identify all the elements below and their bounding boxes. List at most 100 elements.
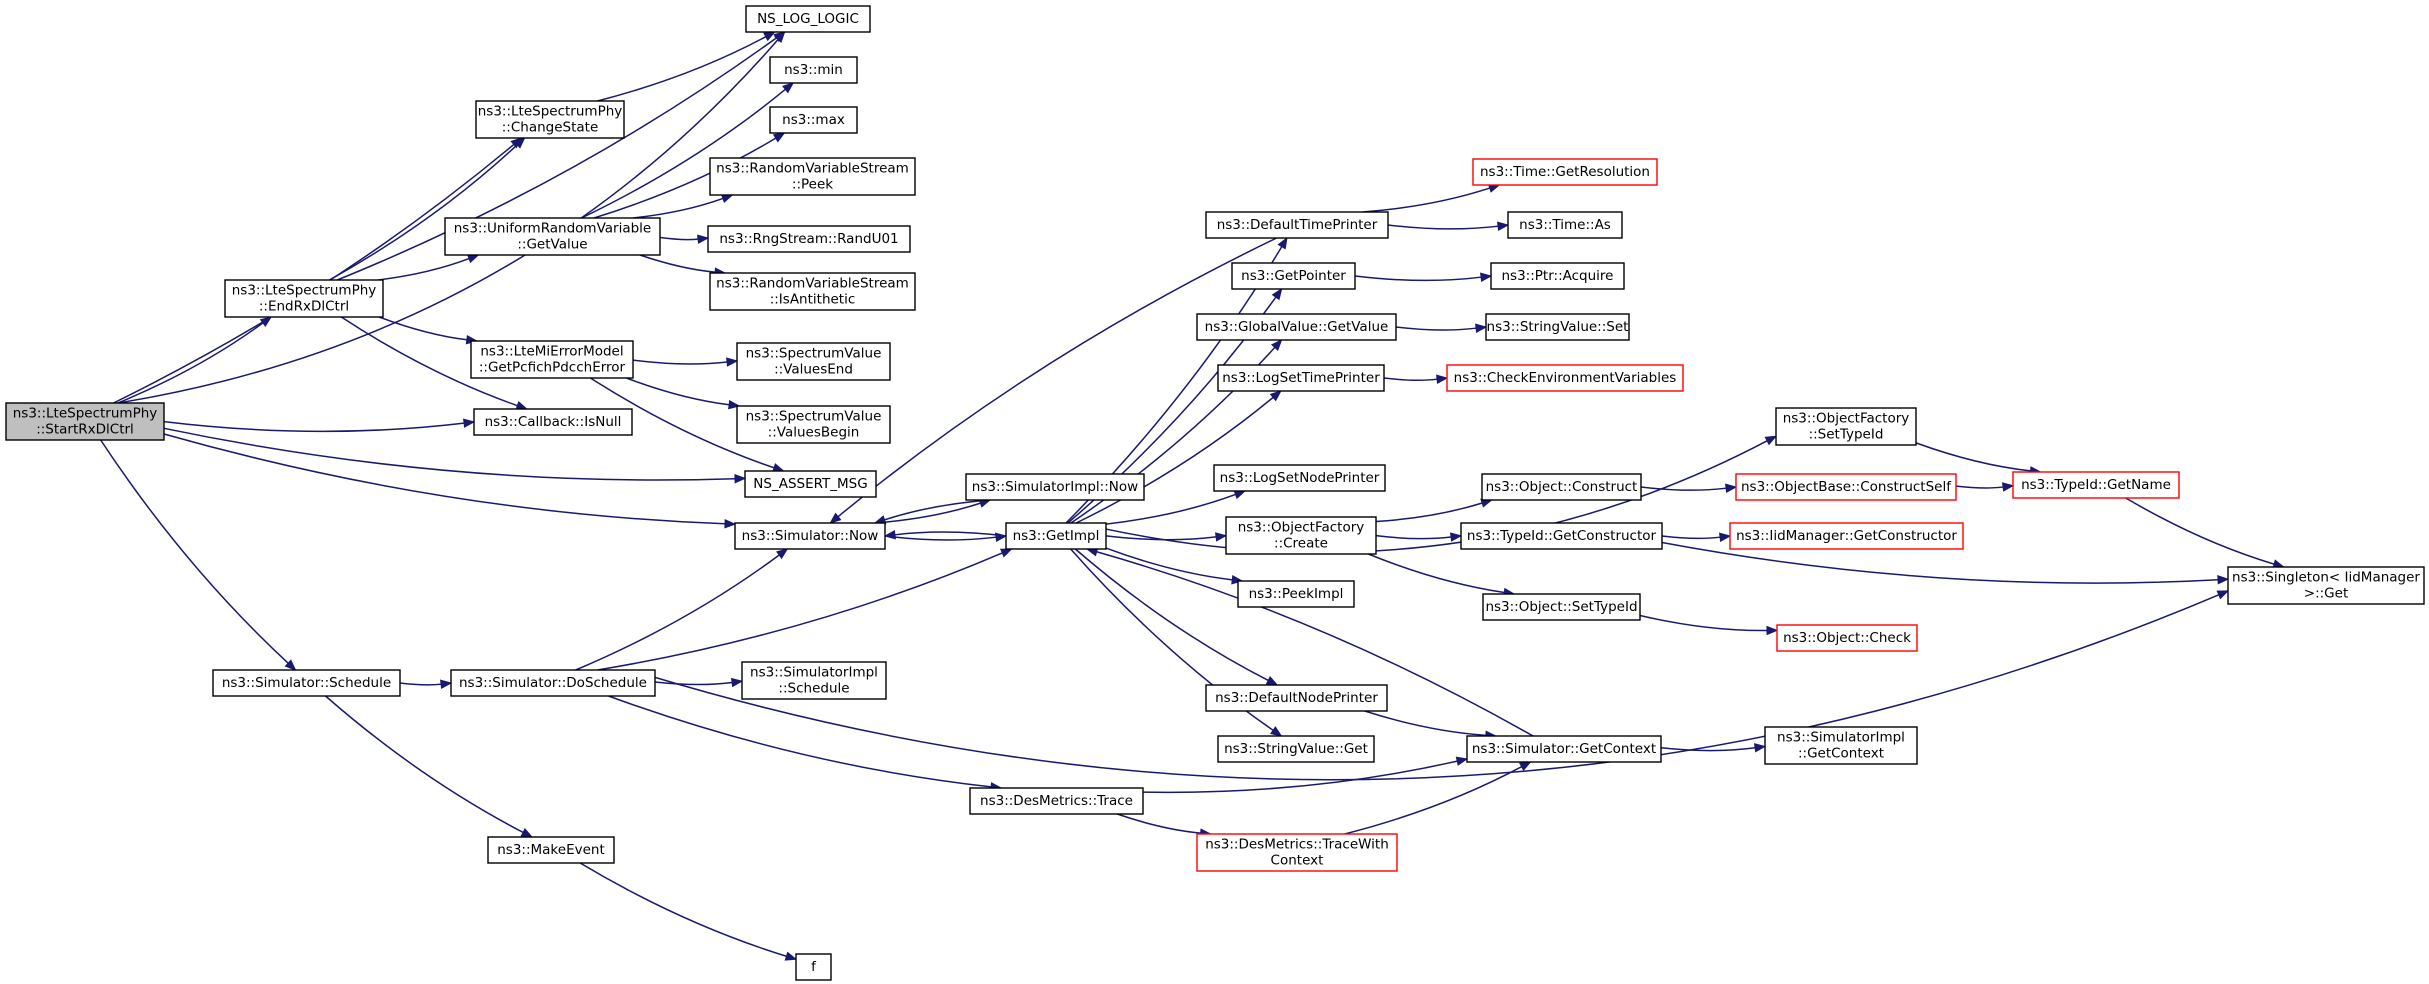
node-objcheck[interactable]: ns3::Object::Check <box>1776 624 1918 652</box>
node-peekimpl[interactable]: ns3::PeekImpl <box>1237 580 1355 608</box>
node-timeas[interactable]: ns3::Time::As <box>1507 211 1623 239</box>
node-pcfich[interactable]: ns3::LteMiErrorModel::GetPcfichPdcchErro… <box>470 340 634 379</box>
node-label: ns3::TypeId::GetConstructor <box>1467 528 1657 544</box>
node-label: ns3::DefaultNodePrinter <box>1215 690 1378 706</box>
node-vend[interactable]: ns3::SpectrumValue::ValuesEnd <box>736 342 891 381</box>
node-checkenv[interactable]: ns3::CheckEnvironmentVariables <box>1446 364 1684 392</box>
node-logsettime[interactable]: ns3::LogSetTimePrinter <box>1217 364 1385 392</box>
node-acquire[interactable]: ns3::Ptr::Acquire <box>1490 262 1625 290</box>
node-assert[interactable]: NS_ASSERT_MSG <box>744 470 877 498</box>
edge-doschedule-to-destrace <box>608 695 1003 792</box>
node-label: >::Get <box>2304 586 2348 602</box>
node-urvget[interactable]: ns3::UniformRandomVariable::GetValue <box>444 217 661 256</box>
node-randu01[interactable]: ns3::RngStream::RandU01 <box>707 225 911 253</box>
node-box <box>734 522 886 550</box>
node-ofcreate[interactable]: ns3::ObjectFactory::Create <box>1225 516 1377 555</box>
edge-line <box>593 137 777 219</box>
node-label: ns3::RngStream::RandU01 <box>719 231 898 247</box>
node-label: ns3::DesMetrics::Trace <box>980 793 1133 809</box>
node-label: ::StartRxDlCtrl <box>36 422 134 438</box>
node-tidgetctor[interactable]: ns3::TypeId::GetConstructor <box>1460 522 1663 550</box>
node-label: ns3::Callback::IsNull <box>485 414 622 430</box>
edge-objsettype-to-objcheck <box>1639 614 1779 636</box>
node-getimpl[interactable]: ns3::GetImpl <box>1005 522 1107 550</box>
node-simnow[interactable]: ns3::Simulator::Now <box>734 522 886 550</box>
edge-line <box>337 37 777 281</box>
node-gvget[interactable]: ns3::GlobalValue::GetValue <box>1196 313 1397 341</box>
node-objsettype[interactable]: ns3::Object::SetTypeId <box>1482 593 1641 621</box>
edge-line <box>1387 224 1499 230</box>
edge-pcfich-to-vend <box>632 357 739 367</box>
node-label: ::ValuesBegin <box>768 425 860 441</box>
node-getcontext[interactable]: ns3::Simulator::GetContext <box>1466 735 1662 763</box>
edge-line <box>626 377 730 406</box>
node-logsetnode[interactable]: ns3::LogSetNodePrinter <box>1213 464 1386 492</box>
call-edges <box>100 30 2285 961</box>
node-getres[interactable]: ns3::Time::GetResolution <box>1472 158 1658 186</box>
node-root[interactable]: ns3::LteSpectrumPhy::StartRxDlCtrl <box>5 402 165 441</box>
node-max[interactable]: ns3::max <box>769 106 858 134</box>
edge-line <box>329 144 518 281</box>
node-destrace[interactable]: ns3::DesMetrics::Trace <box>969 787 1144 815</box>
node-constructself[interactable]: ns3::ObjectBase::ConstructSelf <box>1735 473 1957 501</box>
node-label: ::SetTypeId <box>1809 427 1884 443</box>
edge-line <box>163 420 465 433</box>
node-makeevent[interactable]: ns3::MakeEvent <box>487 836 615 864</box>
edge-line <box>118 39 779 404</box>
node-deftime[interactable]: ns3::DefaultTimePrinter <box>1205 211 1389 239</box>
node-implsched[interactable]: ns3::SimulatorImpl::Schedule <box>741 661 887 700</box>
node-getpointer[interactable]: ns3::GetPointer <box>1231 262 1356 290</box>
edge-arrowhead <box>781 82 795 94</box>
edge-line <box>378 316 467 341</box>
edge-arrowhead <box>772 132 786 143</box>
edge-line <box>1096 551 1534 737</box>
node-implctx[interactable]: ns3::SimulatorImpl::GetContext <box>1764 726 1918 765</box>
node-endrx[interactable]: ns3::LteSpectrumPhy::EndRxDlCtrl <box>224 279 384 318</box>
node-schedule[interactable]: ns3::Simulator::Schedule <box>212 669 401 697</box>
edge-line <box>659 236 699 241</box>
edge-arrowhead <box>2217 574 2230 585</box>
node-min[interactable]: ns3::min <box>769 56 858 84</box>
node-typename[interactable]: ns3::TypeId::GetName <box>2012 471 2180 499</box>
node-peek[interactable]: ns3::RandomVariableStream::Peek <box>709 157 916 196</box>
edge-line <box>163 433 726 525</box>
node-box <box>1237 580 1355 608</box>
node-box <box>1485 313 1630 341</box>
node-box <box>1481 473 1642 501</box>
node-isanti[interactable]: ns3::RandomVariableStream::IsAntithetic <box>709 272 916 311</box>
edge-line <box>1660 747 1756 752</box>
node-svset[interactable]: ns3::StringValue::Set <box>1485 313 1630 341</box>
edge-line <box>1074 548 1269 682</box>
node-box <box>736 405 891 444</box>
edge-arrowhead <box>1233 490 1247 500</box>
node-label: NS_ASSERT_MSG <box>753 476 867 492</box>
edge-line <box>117 322 264 404</box>
node-defnode[interactable]: ns3::DefaultNodePrinter <box>1205 684 1388 712</box>
node-box <box>1490 262 1625 290</box>
node-vbegin[interactable]: ns3::SpectrumValue::ValuesBegin <box>736 405 891 444</box>
node-objconstruct[interactable]: ns3::Object::Construct <box>1481 473 1642 501</box>
edge-line <box>113 143 515 404</box>
node-label: ns3::min <box>784 62 843 78</box>
node-changestate[interactable]: ns3::LteSpectrumPhy::ChangeState <box>475 100 625 139</box>
node-singleton[interactable]: ns3::Singleton< IidManager >::Get <box>2227 566 2425 605</box>
node-iidgetctor[interactable]: ns3::IidManager::GetConstructor <box>1729 522 1964 550</box>
node-ofsettype[interactable]: ns3::ObjectFactory::SetTypeId <box>1775 407 1917 446</box>
node-label: ns3::IidManager::GetConstructor <box>1736 528 1957 544</box>
node-svget[interactable]: ns3::StringValue::Get <box>1217 735 1375 763</box>
node-box <box>709 157 916 196</box>
node-box <box>709 272 916 311</box>
node-box <box>473 408 633 436</box>
node-implnow[interactable]: ns3::SimulatorImpl::Now <box>965 473 1145 501</box>
edge-line <box>1354 275 1482 282</box>
node-isnull[interactable]: ns3::Callback::IsNull <box>473 408 633 436</box>
edge-line <box>632 197 724 219</box>
node-f[interactable]: f <box>795 953 832 981</box>
node-doschedule[interactable]: ns3::Simulator::DoSchedule <box>450 669 656 697</box>
edge-doschedule-to-getimpl <box>597 548 1013 671</box>
node-nslog[interactable]: NS_LOG_LOGIC <box>745 5 871 33</box>
node-label: ns3::StringValue::Set <box>1487 319 1629 335</box>
edge-arrowhead <box>883 530 896 540</box>
node-box <box>212 669 401 697</box>
